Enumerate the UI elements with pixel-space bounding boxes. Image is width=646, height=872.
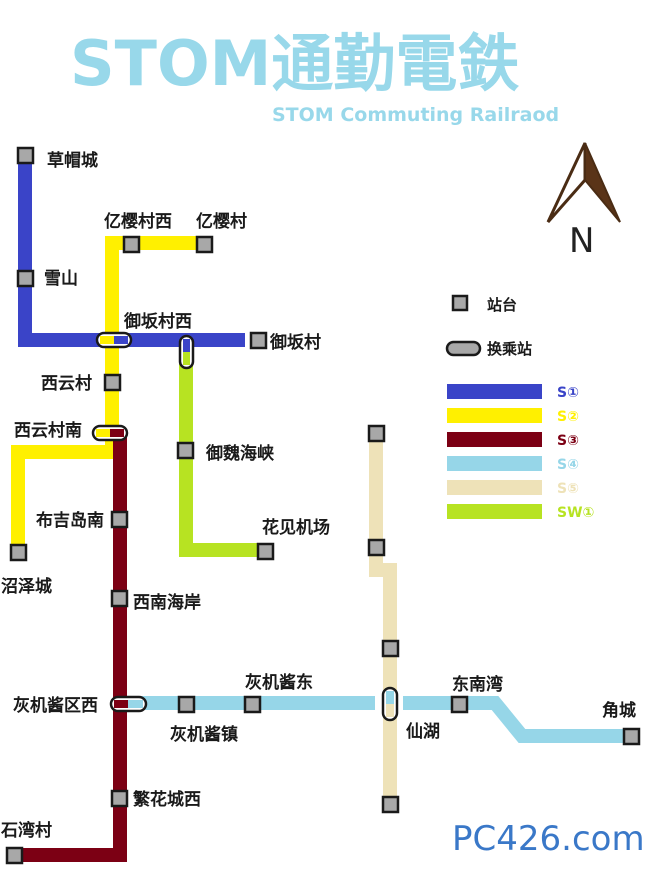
label-yiyingcunxi: 亿樱村西 bbox=[104, 211, 172, 232]
legend-swatch-3 bbox=[447, 456, 542, 471]
transfer-xiyuncunnan[interactable] bbox=[91, 424, 129, 442]
station-marker-s5-north[interactable] bbox=[367, 424, 386, 443]
label-huijijiangzhen: 灰机酱镇 bbox=[170, 724, 238, 745]
station-marker-yiyingcunxi[interactable] bbox=[122, 235, 141, 254]
legend-line-label-4: S⑤ bbox=[557, 481, 579, 497]
label-huajianjichang: 花见机场 bbox=[262, 517, 330, 538]
legend-line-label-3: S④ bbox=[557, 457, 579, 473]
label-fanhuachengxi: 繁花城西 bbox=[132, 789, 201, 810]
label-yubancun: 御坂村 bbox=[269, 332, 321, 353]
station-marker-huijijiangzhen[interactable] bbox=[177, 695, 196, 714]
label-yubancunxi: 御坂村西 bbox=[123, 311, 192, 332]
legend-swatch-1 bbox=[447, 408, 542, 423]
station-marker-fanhuachengxi[interactable] bbox=[110, 789, 129, 808]
label-huijijiangquxi: 灰机酱区西 bbox=[13, 695, 98, 716]
label-huijijiangdong: 灰机酱东 bbox=[245, 672, 313, 693]
station-markers bbox=[5, 146, 641, 865]
legend-transfer-icon bbox=[445, 340, 482, 357]
legend-line-label-0: S① bbox=[557, 385, 579, 401]
line-s2 bbox=[11, 236, 205, 552]
station-marker-dongnanwan[interactable] bbox=[450, 695, 469, 714]
label-xinanhaian: 西南海岸 bbox=[133, 592, 201, 613]
label-caomaocheng: 草帽城 bbox=[47, 150, 98, 171]
line-s3 bbox=[14, 432, 127, 862]
label-zhaozecheng: 沼泽城 bbox=[1, 576, 52, 597]
legend-transfer-label: 换乘站 bbox=[487, 340, 532, 358]
transfer-yubancunxi-s1-s2[interactable] bbox=[95, 331, 133, 349]
line-sw1 bbox=[179, 340, 265, 557]
label-xiyuncun: 西云村 bbox=[41, 373, 92, 394]
legend-swatch-2 bbox=[447, 432, 542, 447]
legend-line-label-1: S② bbox=[557, 409, 579, 425]
label-jiaocheng: 角城 bbox=[602, 700, 636, 721]
map-subtitle: STOM Commuting Railraod bbox=[272, 104, 559, 126]
station-marker-s5-south[interactable] bbox=[381, 795, 400, 814]
station-marker-xiyuncun[interactable] bbox=[103, 373, 122, 392]
legend-line-label-2: S③ bbox=[557, 433, 579, 449]
legend-station-icon bbox=[451, 294, 469, 312]
station-marker-jiaocheng[interactable] bbox=[622, 727, 641, 746]
label-yuweihaixia: 御魏海峡 bbox=[205, 443, 275, 464]
label-xueshan: 雪山 bbox=[44, 269, 78, 289]
transfer-huijijiangquxi[interactable] bbox=[109, 695, 148, 713]
station-marker-s5-3[interactable] bbox=[381, 639, 400, 658]
line-s5 bbox=[369, 433, 397, 805]
legend-station-label: 站台 bbox=[487, 296, 517, 314]
station-labels: 草帽城 雪山 亿樱村西 亿樱村 御坂村西 御坂村 西云村 西云村南 御魏海峡 布… bbox=[0, 150, 636, 841]
legend-swatch-0 bbox=[447, 384, 542, 399]
legend-swatch-4 bbox=[447, 480, 542, 495]
station-marker-xueshan[interactable] bbox=[16, 269, 35, 288]
station-marker-caomaocheng[interactable] bbox=[16, 146, 35, 165]
station-marker-s5-2[interactable] bbox=[367, 538, 386, 557]
north-label: N bbox=[569, 221, 594, 261]
north-arrow-icon bbox=[546, 142, 621, 223]
watermark: PC426.com bbox=[452, 819, 645, 859]
legend-line-label-5: SW① bbox=[557, 505, 594, 521]
label-yiyingcun: 亿樱村 bbox=[196, 211, 247, 232]
station-marker-yiyingcun[interactable] bbox=[195, 235, 214, 254]
station-marker-bujidaonan[interactable] bbox=[110, 510, 129, 529]
station-marker-xinanhaian[interactable] bbox=[110, 589, 129, 608]
label-bujidaonan: 布吉岛南 bbox=[36, 510, 104, 531]
label-dongnanwan: 东南湾 bbox=[452, 674, 503, 695]
legend-swatch-5 bbox=[447, 504, 542, 519]
line-s1 bbox=[18, 155, 245, 347]
station-marker-yubancun[interactable] bbox=[249, 331, 268, 350]
legend-lines: S① S② S③ S④ S⑤ SW① bbox=[447, 384, 594, 521]
label-shiwancun: 石湾村 bbox=[0, 820, 52, 841]
label-xianhu: 仙湖 bbox=[406, 721, 440, 742]
station-marker-zhaozecheng[interactable] bbox=[9, 543, 28, 562]
transfer-xianhu[interactable] bbox=[381, 686, 399, 722]
station-marker-yuweihaixia[interactable] bbox=[176, 441, 195, 460]
label-xiyuncunnan: 西云村南 bbox=[14, 420, 82, 441]
station-marker-huajianjichang[interactable] bbox=[256, 542, 275, 561]
station-marker-huijijiangdong[interactable] bbox=[243, 695, 262, 714]
station-marker-shiwancun[interactable] bbox=[5, 846, 24, 865]
map-title: STOM通勤電鉄 bbox=[70, 27, 519, 100]
legend: 站台 换乘站 bbox=[445, 294, 532, 358]
transfer-yubancunxi-s1-sw1[interactable] bbox=[178, 334, 195, 370]
